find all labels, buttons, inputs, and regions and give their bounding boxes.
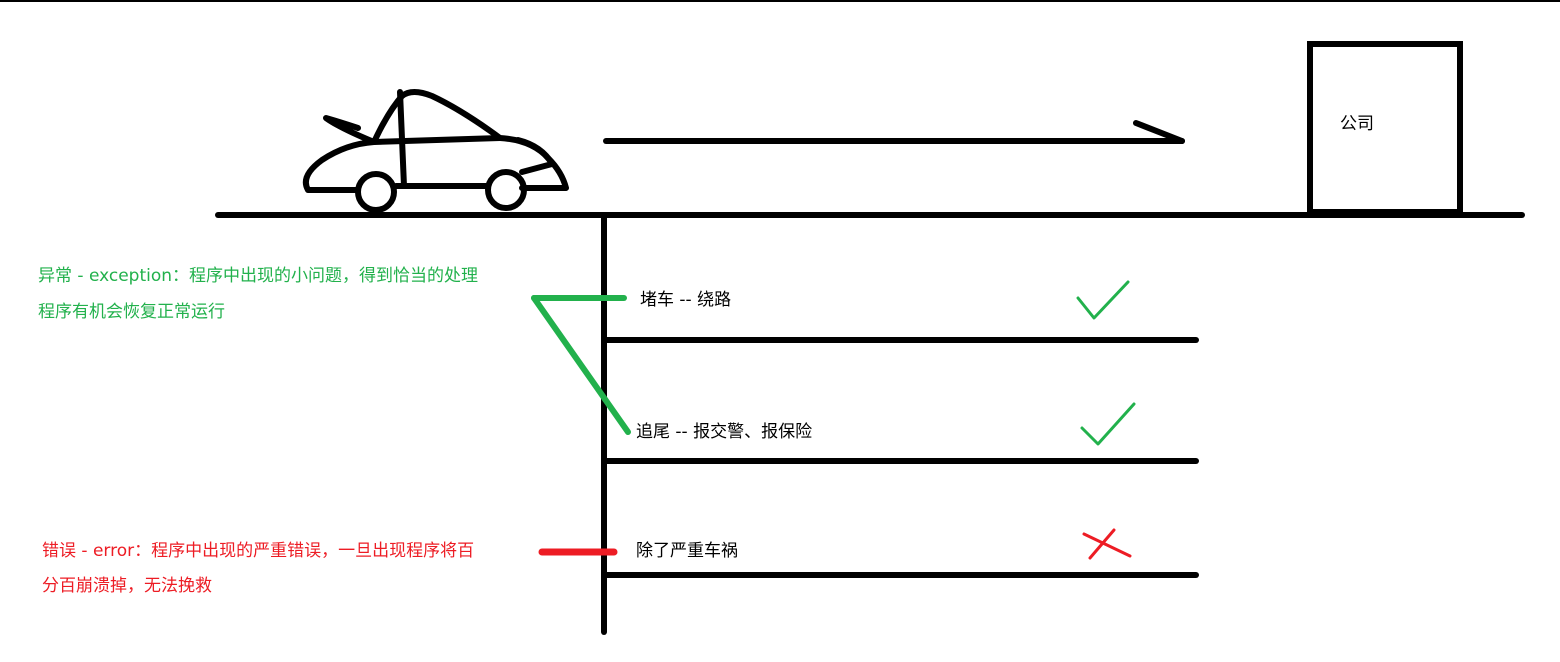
scenario-label-traffic-jam: 堵车 -- 绕路 bbox=[640, 290, 732, 310]
exception-note-line-1: 异常 - exception：程序中出现的小问题，得到恰当的处理 bbox=[38, 266, 479, 286]
car-icon bbox=[302, 89, 569, 213]
error-note-line-1: 错误 - error：程序中出现的严重错误，一旦出现程序将百 bbox=[42, 541, 475, 561]
cross-icon bbox=[1082, 528, 1132, 560]
scenario-label-severe-accident: 除了严重车祸 bbox=[636, 541, 738, 561]
check-icon bbox=[1076, 280, 1130, 320]
company-label: 公司 bbox=[1340, 114, 1374, 134]
check-icon bbox=[1080, 402, 1136, 446]
company-building bbox=[1307, 41, 1463, 215]
exception-connector bbox=[531, 295, 631, 435]
error-note-line-2: 分百崩溃掉，无法挽救 bbox=[42, 576, 212, 596]
direction-arrow bbox=[603, 120, 1185, 144]
exception-note-line-2: 程序有机会恢复正常运行 bbox=[38, 302, 225, 322]
scenario-label-rear-end: 追尾 -- 报交警、报保险 bbox=[636, 422, 813, 442]
